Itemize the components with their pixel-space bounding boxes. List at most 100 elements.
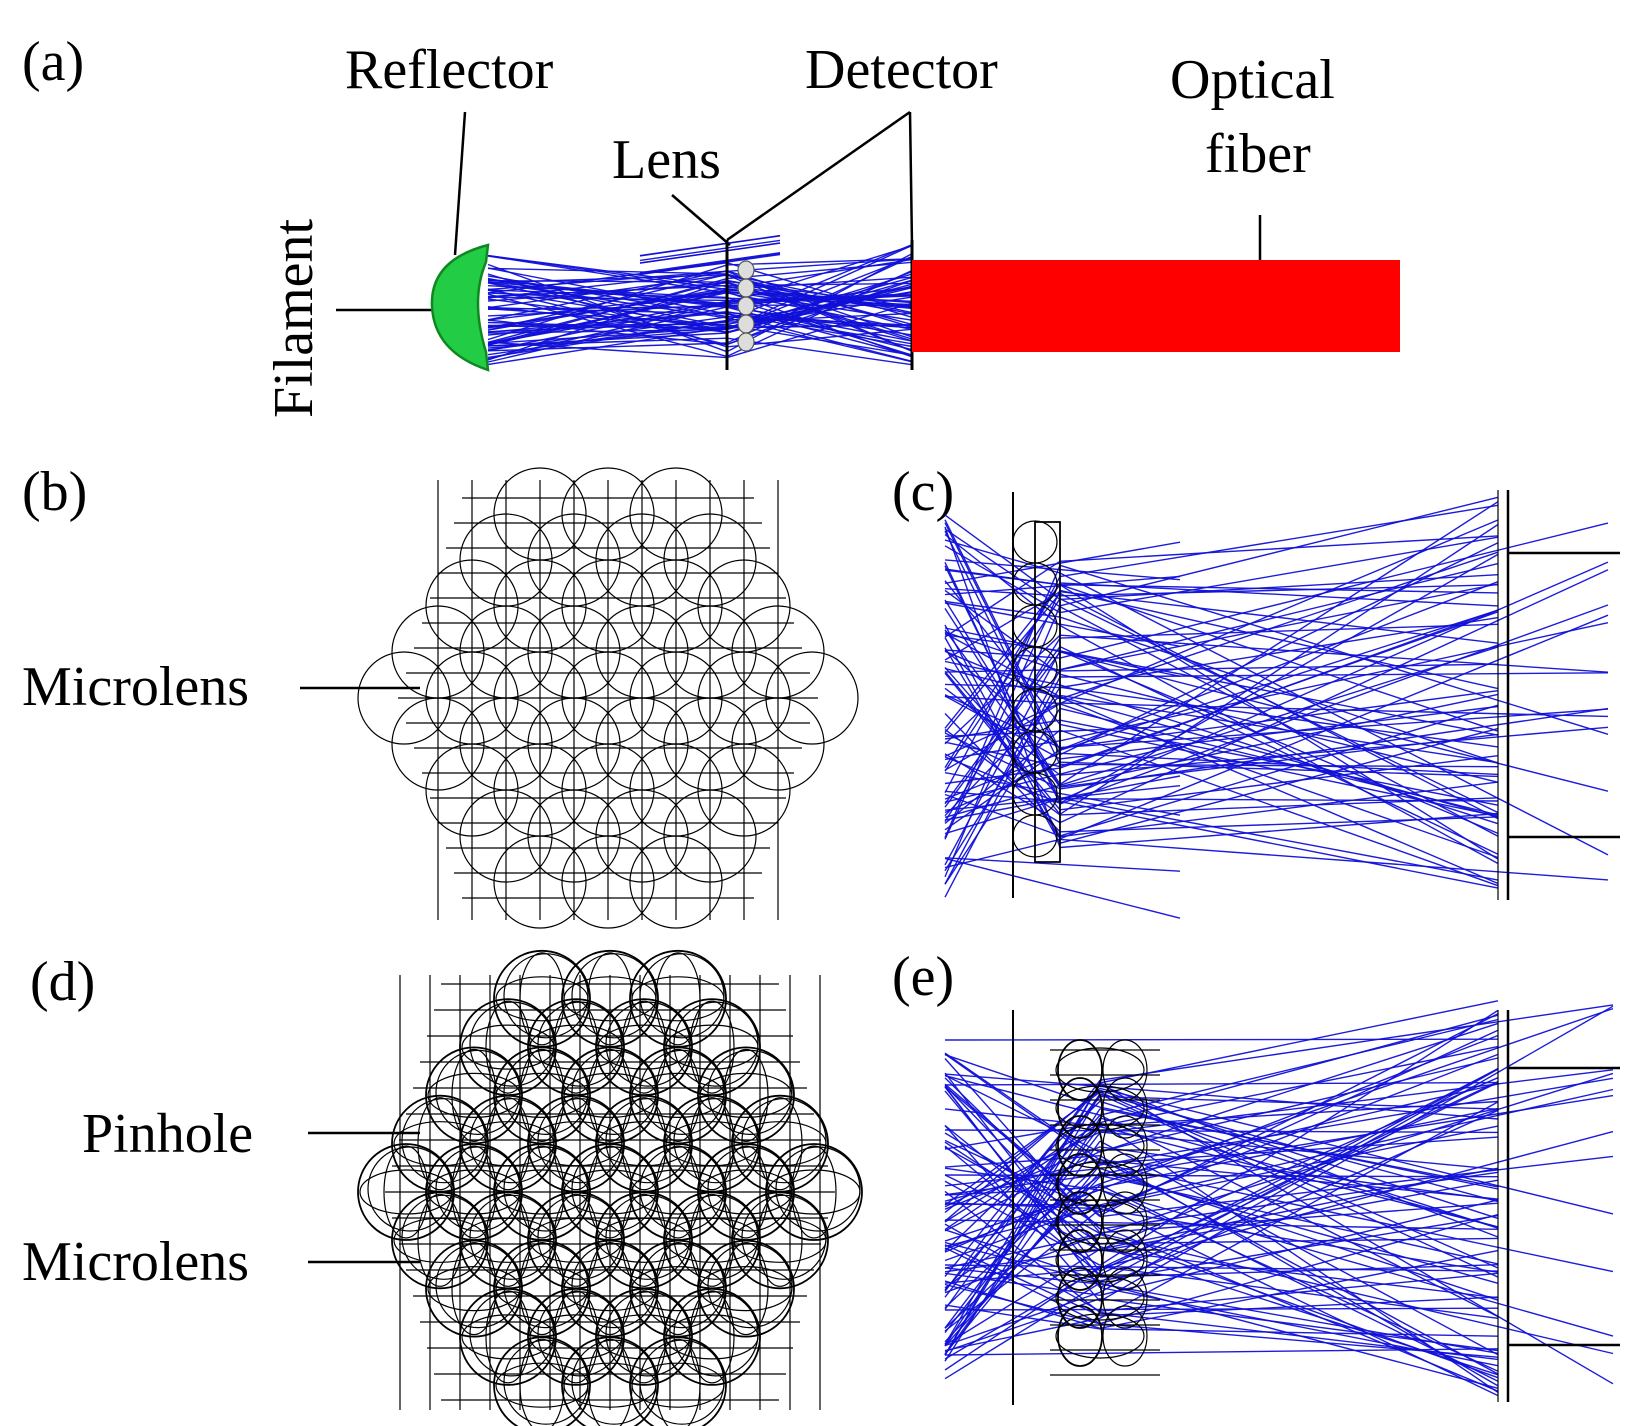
lens-ellipse <box>655 952 701 1046</box>
ray <box>1059 616 1499 689</box>
ray <box>1099 1117 1499 1228</box>
microlens-circle <box>493 1336 591 1426</box>
lens-ellipse <box>689 1000 735 1094</box>
ray <box>1059 707 1609 790</box>
ray <box>944 580 1061 725</box>
ray <box>1099 1158 1499 1375</box>
panel-e: (e) <box>892 946 1620 1405</box>
ray <box>944 793 1061 837</box>
ray <box>487 291 728 321</box>
lens-ellipse <box>665 1024 759 1070</box>
lens-stack-ellipse <box>1057 1115 1103 1177</box>
ray <box>944 528 1061 608</box>
ray <box>1099 1162 1614 1273</box>
ray <box>1099 1282 1499 1389</box>
ray <box>1059 561 1609 802</box>
ray <box>1059 614 1609 840</box>
ray <box>726 312 913 323</box>
ray <box>1059 838 1609 881</box>
ray <box>726 244 913 322</box>
ray <box>726 258 913 289</box>
ray <box>487 305 728 310</box>
pinhole-microlens-array-d <box>357 949 863 1426</box>
panel-d: (d) Pinhole Microlens <box>22 949 863 1426</box>
panel-e-fiber-outline <box>1508 1066 1620 1347</box>
ray <box>1099 1081 1499 1276</box>
ray <box>726 291 913 322</box>
ray <box>944 857 1181 919</box>
ray <box>944 732 1061 790</box>
ray <box>944 676 1061 898</box>
lens-ellipse <box>519 952 565 1046</box>
ray <box>1099 1249 1499 1329</box>
ray <box>1099 1100 1499 1229</box>
lens-stack-ellipse <box>1057 1267 1103 1329</box>
ray <box>944 695 1061 760</box>
ray <box>1099 1084 1499 1238</box>
ray <box>1059 672 1609 678</box>
panel-a-tag: (a) <box>22 31 84 93</box>
ray <box>487 288 728 346</box>
ray <box>1099 1029 1499 1214</box>
ray <box>944 1125 1101 1302</box>
lens-label: Lens <box>612 129 721 191</box>
ray <box>944 741 1061 768</box>
lens-stack-ellipse <box>1102 1229 1148 1291</box>
panel-e-tag: (e) <box>892 946 954 1008</box>
ray <box>1099 1022 1499 1153</box>
lens-ellipse <box>631 1362 725 1408</box>
ray <box>1099 1189 1499 1372</box>
panel-c-fiber-outline <box>1508 551 1620 839</box>
ray <box>1059 673 1499 783</box>
lens-stack-ellipse <box>1102 1305 1148 1367</box>
ray <box>639 234 781 257</box>
ray <box>1059 562 1499 671</box>
lens-stack-ellipse <box>1057 1229 1103 1291</box>
lens-stack-ellipse <box>1055 1313 1145 1359</box>
ray <box>1059 584 1499 597</box>
panel-c-rays <box>944 496 1609 919</box>
filament-label: Filament <box>263 218 325 418</box>
ray <box>1099 1004 1614 1081</box>
ray <box>1099 1189 1614 1337</box>
ray <box>1059 693 1499 788</box>
lens-stack-ellipse <box>1102 1153 1148 1215</box>
reflector-shape <box>430 243 490 372</box>
lens-stack-ellipse <box>1055 1275 1145 1321</box>
lens-stack-ellipse <box>1102 1077 1148 1139</box>
ray <box>726 270 913 352</box>
ray <box>487 311 728 333</box>
ray <box>944 686 1061 872</box>
ray <box>1099 1091 1499 1269</box>
ray <box>944 1266 1101 1371</box>
ray <box>944 1038 1499 1041</box>
ray <box>487 328 728 334</box>
lens-stack-ellipse <box>1055 1123 1145 1169</box>
ray <box>639 242 781 264</box>
ray <box>1059 708 1609 749</box>
ray <box>944 708 1061 885</box>
ray <box>1059 800 1499 889</box>
microlens-circle <box>629 1336 727 1426</box>
ray <box>1059 650 1499 835</box>
ray <box>944 1117 1101 1362</box>
ray <box>1059 551 1499 700</box>
lens-leader <box>671 194 731 246</box>
ray <box>487 270 728 299</box>
ray <box>1099 1249 1499 1299</box>
lens-stack-ellipse <box>1057 1153 1103 1215</box>
ray <box>1059 574 1499 601</box>
ray <box>1059 569 1609 824</box>
ray <box>944 1108 1101 1127</box>
ray <box>944 592 1061 733</box>
ray <box>726 273 913 314</box>
ray <box>1099 1328 1499 1337</box>
lens-ellipse <box>689 1290 735 1384</box>
ray <box>726 269 913 358</box>
ray <box>1099 1069 1614 1134</box>
ray <box>944 785 1181 811</box>
ray <box>1099 1093 1499 1203</box>
ray <box>944 1141 1101 1245</box>
ray <box>1099 1179 1499 1252</box>
ray <box>1099 1126 1499 1228</box>
